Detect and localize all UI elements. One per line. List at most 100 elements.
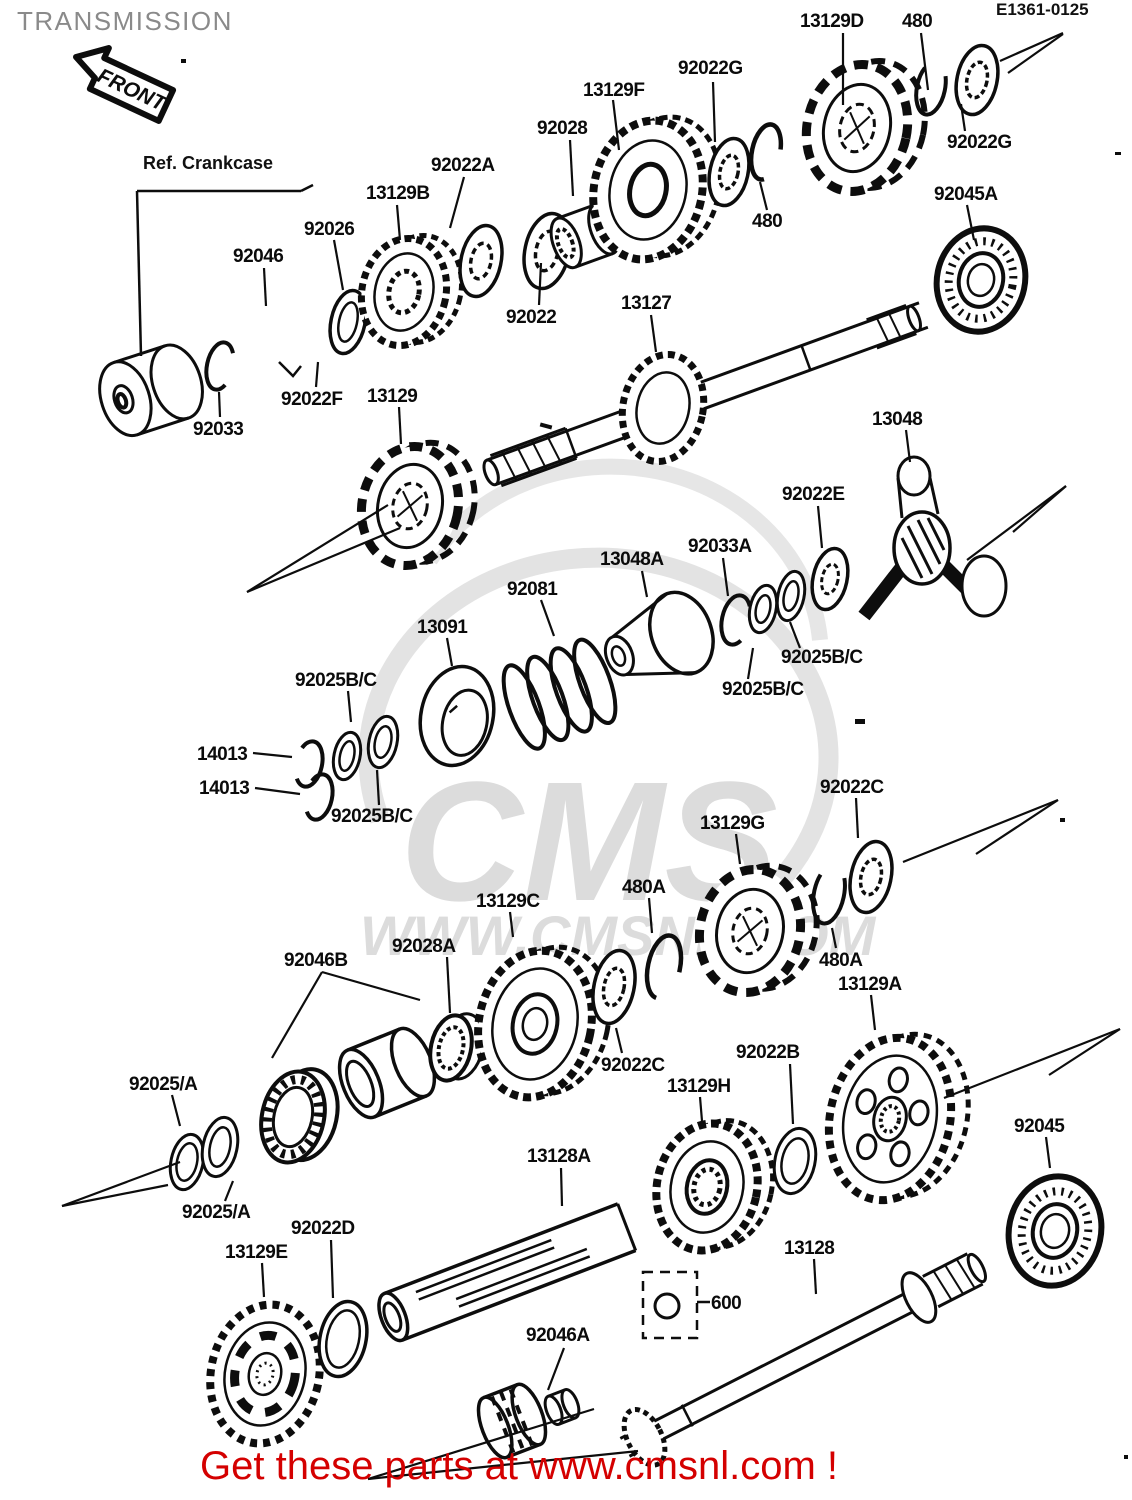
part-label: 92022B bbox=[736, 1042, 800, 1063]
part-92025a-ring bbox=[200, 1115, 240, 1179]
part-label: 92033A bbox=[688, 536, 752, 557]
part-label: 92022D bbox=[291, 1218, 355, 1239]
part-13128a-shaft bbox=[377, 1202, 638, 1343]
part-label: 14013 bbox=[197, 744, 248, 765]
cms-watermark: CMS WWW.CMSNL.COM bbox=[358, 458, 877, 967]
part-label: 92028 bbox=[537, 118, 588, 139]
part-label: 92025B/C bbox=[331, 806, 413, 827]
part-92046b-needle-bearing bbox=[259, 1067, 340, 1165]
part-label: 480 bbox=[752, 211, 783, 232]
part-label: 92022E bbox=[782, 484, 845, 505]
part-92022a-washer bbox=[458, 223, 504, 299]
part-13129a-gear bbox=[824, 1031, 971, 1205]
part-92022d-washer bbox=[317, 1299, 369, 1379]
part-label: 13129C bbox=[476, 891, 540, 912]
part-label: 13129F bbox=[583, 80, 645, 101]
part-13129-gear bbox=[356, 439, 478, 571]
part-13128-shaft bbox=[619, 1252, 987, 1468]
part-92025bc-washer bbox=[331, 730, 363, 782]
part-label: 92046A bbox=[526, 1325, 590, 1346]
part-label: 600 bbox=[711, 1293, 742, 1314]
part-92033a-circlip bbox=[719, 593, 753, 647]
part-label: 92045A bbox=[934, 184, 998, 205]
page-title: TRANSMISSION bbox=[17, 6, 233, 36]
part-13127-gear bbox=[618, 351, 708, 465]
part-13048-star bbox=[858, 455, 1008, 621]
part-label: 92022C bbox=[820, 777, 884, 798]
part-480a-circlip bbox=[644, 933, 684, 1001]
part-92025bc-washer bbox=[775, 569, 807, 623]
part-label: 92025B/C bbox=[781, 647, 863, 668]
part-480-circlip-top bbox=[914, 59, 948, 117]
part-13129h-gear bbox=[652, 1118, 776, 1255]
print-specks bbox=[181, 59, 1128, 1459]
part-label: 13129D bbox=[800, 11, 864, 32]
part-label: 92033 bbox=[193, 419, 244, 440]
part-label: 92026 bbox=[304, 219, 355, 240]
part-13129g-gear bbox=[694, 862, 820, 998]
part-label: 92025/A bbox=[182, 1202, 251, 1223]
part-label: 92022F bbox=[281, 389, 343, 410]
part-label: 13129E bbox=[225, 1242, 288, 1263]
leader-lines bbox=[170, 32, 1052, 1391]
part-label: 13129A bbox=[838, 974, 902, 995]
part-label: 92046 bbox=[233, 246, 284, 267]
part-label: 92022A bbox=[431, 155, 495, 176]
part-600-ball bbox=[641, 1270, 710, 1340]
part-13091-holder bbox=[418, 664, 496, 768]
ref-crankcase-label: Ref. Crankcase bbox=[143, 153, 274, 173]
part-label: 92022G bbox=[947, 132, 1012, 153]
part-label: 13128 bbox=[784, 1238, 835, 1259]
part-14013-clip bbox=[293, 739, 325, 789]
part-92081-spring bbox=[501, 637, 618, 751]
footer-cmsnl-text: Get these parts at www.cmsnl.com ! bbox=[200, 1444, 838, 1488]
part-92022c-washer bbox=[591, 948, 637, 1026]
part-92045a-bearing bbox=[933, 225, 1029, 335]
part-label: 13129H bbox=[667, 1076, 731, 1097]
part-92025bc-washer bbox=[747, 583, 779, 635]
part-92022e-washer bbox=[810, 546, 850, 612]
crankcase-boss bbox=[98, 343, 204, 438]
part-92045-bearing bbox=[1005, 1173, 1105, 1289]
part-13129f-gear bbox=[589, 114, 723, 264]
part-13048a-cone bbox=[603, 590, 715, 677]
part-label: 13048 bbox=[872, 409, 923, 430]
part-480a-circlip bbox=[811, 862, 847, 926]
part-label: 14013 bbox=[199, 778, 250, 799]
part-label: 92022 bbox=[506, 307, 557, 328]
part-label: 480A bbox=[819, 950, 863, 971]
diagram-code: E1361-0125 bbox=[996, 0, 1089, 19]
part-label: 13129B bbox=[366, 183, 430, 204]
part-13129e-gear bbox=[206, 1300, 324, 1448]
part-small-collar bbox=[543, 1388, 581, 1426]
part-92046a-needle-cage bbox=[476, 1382, 548, 1460]
part-label: 13048A bbox=[600, 549, 664, 570]
part-92022g-washer bbox=[707, 136, 751, 208]
part-label: 13127 bbox=[621, 293, 672, 314]
part-92022b-washer bbox=[772, 1126, 818, 1196]
part-14013-clip bbox=[303, 772, 335, 822]
tick-mark bbox=[278, 361, 302, 378]
part-label: 92025B/C bbox=[295, 670, 377, 691]
pointer-arrows bbox=[61, 31, 1121, 1481]
part-label: 92045 bbox=[1014, 1116, 1065, 1137]
part-13129b-gear bbox=[357, 233, 465, 350]
part-92033-circlip bbox=[204, 340, 236, 392]
part-label: 92081 bbox=[507, 579, 558, 600]
part-13129d-gear bbox=[801, 58, 928, 196]
part-label: 480 bbox=[902, 11, 933, 32]
part-13129c-gear bbox=[474, 944, 612, 1102]
part-480-circlip bbox=[748, 122, 784, 182]
part-label: 92025/A bbox=[129, 1074, 198, 1095]
part-92025bc-washer bbox=[366, 714, 400, 770]
front-arrow-stamp: FRONT bbox=[73, 45, 177, 124]
part-label: 92028A bbox=[392, 936, 456, 957]
part-label: 13091 bbox=[417, 617, 468, 638]
part-92022g-washer-top bbox=[954, 43, 1000, 117]
part-label: 92025B/C bbox=[722, 679, 804, 700]
ref-crankcase-bracket bbox=[135, 183, 314, 357]
part-label: 13128A bbox=[527, 1146, 591, 1167]
part-92022c-washer bbox=[848, 839, 894, 915]
